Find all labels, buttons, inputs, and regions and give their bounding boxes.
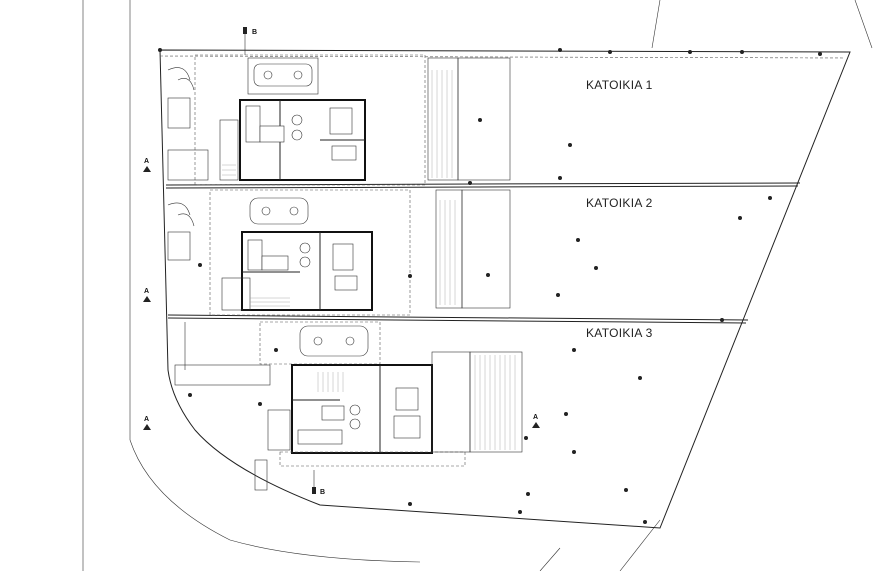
house-label-3: KATOIKIA 3 (586, 326, 653, 340)
site-context-lines (82, 0, 873, 571)
level-marks (158, 48, 822, 524)
house-3 (174, 321, 523, 491)
house-label-1: KATOIKIA 1 (586, 78, 653, 92)
house-label-2: KATOIKIA 2 (586, 196, 653, 210)
section-mark-b-2: B (320, 489, 325, 496)
plot-boundary (159, 49, 851, 529)
section-markers: A A A A B B (143, 27, 540, 496)
section-mark-a-3: A (144, 416, 149, 423)
section-mark-a-2: A (144, 288, 149, 295)
section-mark-b-1: B (252, 29, 257, 36)
section-mark-a-1: A (144, 158, 149, 165)
house-1 (167, 54, 511, 186)
section-mark-a-4: A (533, 414, 538, 421)
house-2 (167, 189, 511, 316)
